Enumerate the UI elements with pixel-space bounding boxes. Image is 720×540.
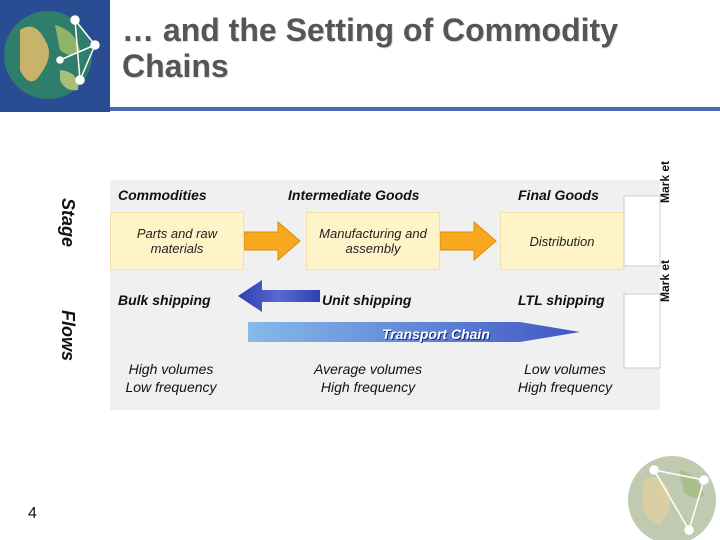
volume-final: Low volumes High frequency (517, 361, 613, 395)
market-label-flows: Mark et (658, 259, 672, 302)
label-transport-chain: Transport Chain (382, 326, 490, 342)
label-unit-shipping: Unit shipping (322, 292, 412, 308)
arrow-parts-to-manufacturing (243, 220, 301, 262)
page-number: 4 (28, 505, 37, 522)
box-parts-raw-materials: Parts and raw materials (110, 212, 244, 270)
transport-chain-arrow (238, 280, 580, 342)
header-final-goods: Final Goods (518, 187, 599, 203)
box-manufacturing-assembly: Manufacturing and assembly (306, 212, 440, 270)
page-title: … and the Setting of Commodity Chains (122, 12, 618, 84)
flows-label: Flows (58, 310, 78, 362)
globe-icon (628, 456, 716, 540)
header-intermediate-goods: Intermediate Goods (288, 187, 420, 203)
label-bulk-shipping: Bulk shipping (118, 292, 211, 308)
stage-label: Stage (58, 198, 78, 248)
header-commodities: Commodities (118, 187, 207, 203)
volume-commodities: High volumes Low frequency (125, 361, 217, 395)
box-distribution: Distribution (500, 212, 624, 270)
title-underline (110, 107, 720, 111)
arrow-manufacturing-to-distribution (439, 220, 497, 262)
label-ltl-shipping: LTL shipping (518, 292, 605, 308)
volume-intermediate: Average volumes High frequency (314, 361, 422, 395)
globe-icon (4, 11, 100, 99)
market-label-stage: Mark et (658, 160, 672, 203)
title-background (110, 0, 720, 112)
